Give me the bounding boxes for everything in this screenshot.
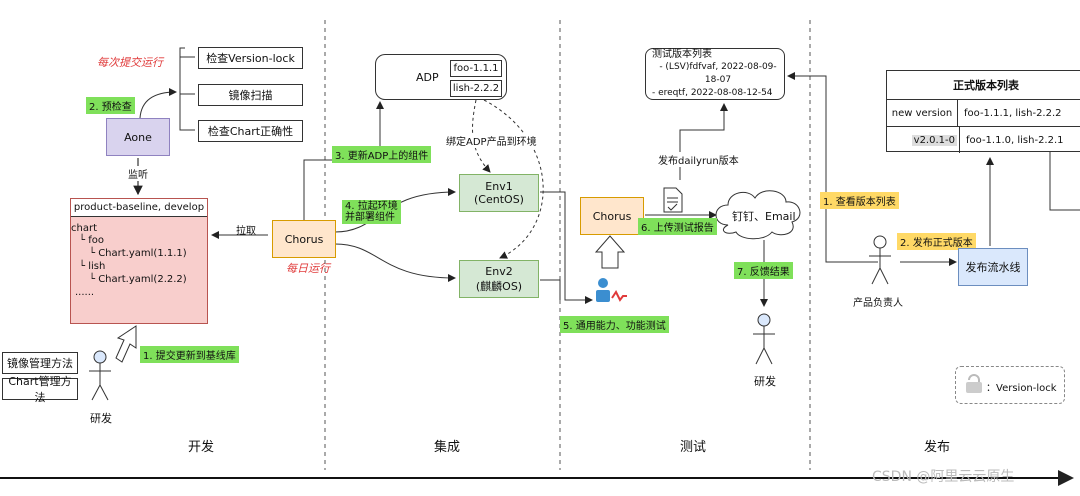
watermark: CSDN @阿里云云原生 [872,469,1015,485]
env2-box: Env2 (麒麟OS) [459,260,539,298]
developer-label: 研发 [90,412,112,425]
env1-box: Env1 (CentOS) [459,174,539,212]
env1-os: (CentOS) [474,193,524,206]
deploy-step: 4. 拉起环境 并部署组件 [342,200,401,224]
owner-label: 产品负责人 [853,298,903,309]
release-row: new version foo-1.1.1, lish-2.2.2 [887,100,1080,127]
chorus-test-box: Chorus [580,197,644,235]
release-version: v2.0.1-0 [911,134,957,146]
section-integration-title: 集成 [434,440,461,455]
release-version: new version [887,100,958,126]
test-list-item: - ereqtf, 2022-08-08-12-54 [652,88,773,98]
baseline-box: product-baseline, develop chart └ foo └ … [70,198,208,324]
section-release-title: 发布 [924,440,951,455]
publish-daily-label: 发布dailyrun版本 [658,152,739,167]
precheck-step: 2. 预检查 [86,97,135,114]
release-table: 正式版本列表 new version foo-1.1.1, lish-2.2.2… [886,70,1080,153]
legend-text: ：Version-lock [986,383,1057,394]
baseline-line: chart [71,223,97,234]
deploy-step-line: 并部署组件 [345,212,395,223]
chart-method-box: Chart管理方法 [2,375,78,404]
test-version-list: 测试版本列表 - (LSV)fdfvaf, 2022-08-09-18-07 -… [645,48,785,100]
baseline-line: └ Chart.yaml(1.1.1) [89,248,187,259]
release-version-cell: v2.0.1-0 [887,127,960,153]
daily-run-label: 每日运行 [286,262,330,275]
legend-lock-icon [966,374,982,393]
check-chart: 检查Chart正确性 [198,120,303,142]
feedback-step: 7. 反馈结果 [734,262,793,279]
chorus-dev-box: Chorus [272,220,336,258]
aone-box: Aone [106,118,170,156]
report-document-icon [663,187,683,213]
listen-label: 监听 [128,166,148,181]
cloud-shape [715,190,801,240]
baseline-line: └ Chart.yaml(2.2.2) [89,274,187,285]
function-test-step: 5. 通用能力、功能测试 [560,316,669,333]
baseline-line: └ foo [79,235,104,246]
update-adp-step: 3. 更新ADP上的组件 [332,146,432,163]
pull-label: 拉取 [236,226,256,237]
owner-figure [869,235,891,285]
bind-label: 绑定ADP产品到环境 [446,133,537,148]
adp-item-foo: foo-1.1.1 [450,60,502,77]
adp-label: ADP [416,70,439,84]
check-image-scan: 镜像扫描 [198,84,303,106]
developer-figure [89,350,111,401]
release-row: v2.0.1-0 foo-1.1.0, lish-2.2.1 [887,127,1080,153]
commit-run-label: 每次提交运行 [97,56,163,69]
env2-os: (麒麟OS) [475,279,523,293]
env1-name: Env1 [485,180,513,193]
section-test-title: 测试 [680,440,707,455]
cloud-label: 钉钉、Email [732,210,796,223]
tester-icon [596,278,627,302]
tester-developer-figure [753,313,775,365]
baseline-title: product-baseline, develop [71,199,207,217]
commit-step: 1. 提交更新到基线库 [140,346,239,363]
tester-label: 研发 [754,375,776,388]
release-content: foo-1.1.1, lish-2.2.2 [964,107,1062,119]
release-pipeline-box: 发布流水线 [958,248,1028,286]
upload-step: 6. 上传测试报告 [638,218,717,235]
legend-box: ：Version-lock [955,366,1065,404]
view-list-step: 1. 查看版本列表 [820,192,899,209]
check-version-lock: 检查Version-lock [198,47,303,69]
release-content: foo-1.1.0, lish-2.2.1 [966,134,1064,146]
adp-item-lish: lish-2.2.2 [450,80,502,97]
test-list-item: - (LSV)fdfvaf, 2022-08-09-18-07 [659,62,777,85]
release-table-title: 正式版本列表 [887,71,1080,100]
env2-name: Env2 [485,264,513,278]
baseline-line: └ lish [79,261,106,272]
baseline-line: ...... [75,287,95,298]
deploy-step-line: 4. 拉起环境 [345,201,398,212]
section-dev-title: 开发 [188,440,215,455]
publish-step: 2. 发布正式版本 [897,233,976,250]
image-method-box: 镜像管理方法 [2,352,78,374]
test-list-title: 测试版本列表 [652,49,712,60]
